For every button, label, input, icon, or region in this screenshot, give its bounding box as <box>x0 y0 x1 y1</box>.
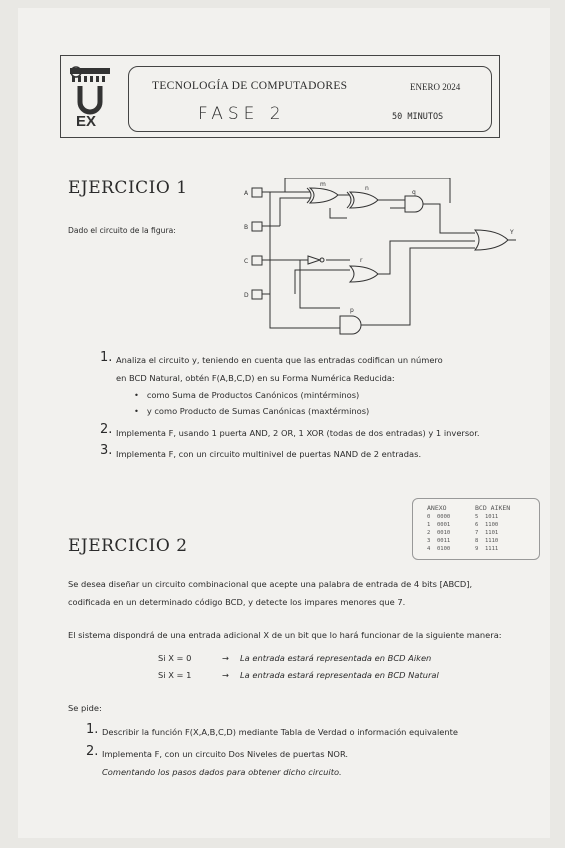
logic-circuit-diagram: A B C D m n q r p Y <box>244 178 516 335</box>
ejercicio1-intro: Dado el circuito de la figura: <box>68 226 176 235</box>
uex-logo: EX <box>70 66 110 128</box>
e2-case1-text: La entrada estará representada en BCD Ai… <box>240 653 432 663</box>
aiken-col1: ANEXO <box>427 504 447 512</box>
e2-p1-line2: codificada en un determinado código BCD,… <box>68 597 406 607</box>
title-box <box>128 66 492 132</box>
e2-q1-number: 1. <box>86 722 99 737</box>
e2-case2-arrow: → <box>222 670 229 680</box>
e2-q1-text: Describir la función F(X,A,B,C,D) median… <box>102 727 459 737</box>
e2-p2: El sistema dispondrá de una entrada adic… <box>68 630 502 640</box>
ejercicio1-title: EJERCICIO 1 <box>68 178 188 198</box>
gate-r-label: r <box>360 257 363 264</box>
e1-q2-number: 2. <box>100 422 113 437</box>
e1-q3-number: 3. <box>100 443 113 458</box>
course-title: TECNOLOGÍA DE COMPUTADORES <box>152 80 348 92</box>
output-y-label: Y <box>509 229 514 236</box>
e1-q1-line2: en BCD Natural, obtén F(A,B,C,D) en su F… <box>116 373 395 383</box>
gate-q-label: q <box>412 189 416 196</box>
e1-bullet1: • como Suma de Productos Canónicos (mint… <box>134 390 360 400</box>
e2-case1-cond: Si X = 0 <box>158 653 192 663</box>
exam-paper <box>18 8 550 838</box>
exam-duration: 50 MINUTOS <box>392 112 444 122</box>
input-a-label: A <box>244 190 249 197</box>
exam-date: ENERO 2024 <box>410 82 461 92</box>
input-d-label: D <box>244 292 249 299</box>
e2-q2-line1: Implementa F, con un circuito Dos Nivele… <box>102 749 349 759</box>
gate-n-label: n <box>365 185 369 192</box>
e2-q2-line2: Comentando los pasos dados para obtener … <box>102 767 342 777</box>
e1-bullet2: • y como Producto de Sumas Canónicas (ma… <box>134 406 370 416</box>
e2-se-pide: Se pide: <box>68 703 102 713</box>
gate-m-label: m <box>320 181 326 188</box>
e2-case2-cond: Si X = 1 <box>158 670 192 680</box>
e2-case2-text: La entrada estará representada en BCD Na… <box>240 670 439 680</box>
e1-q2-text: Implementa F, usando 1 puerta AND, 2 OR,… <box>116 428 480 438</box>
e1-q1-number: 1. <box>100 350 113 365</box>
gate-p-label: p <box>350 307 354 314</box>
input-b-label: B <box>244 224 248 231</box>
ejercicio2-title: EJERCICIO 2 <box>68 536 188 556</box>
svg-text:EX: EX <box>76 113 96 128</box>
e1-q3-text: Implementa F, con un circuito multinivel… <box>116 449 422 459</box>
input-c-label: C <box>244 258 248 265</box>
header-frame <box>60 55 500 138</box>
e1-q1-line1: Analiza el circuito y, teniendo en cuent… <box>116 355 443 365</box>
e2-p1-line1: Se desea diseñar un circuito combinacion… <box>68 579 473 589</box>
phase-title: FASE 2 <box>198 104 286 124</box>
e2-q2-number: 2. <box>86 744 99 759</box>
aiken-col2: BCD AIKEN <box>475 504 511 512</box>
e2-case1-arrow: → <box>222 653 229 663</box>
